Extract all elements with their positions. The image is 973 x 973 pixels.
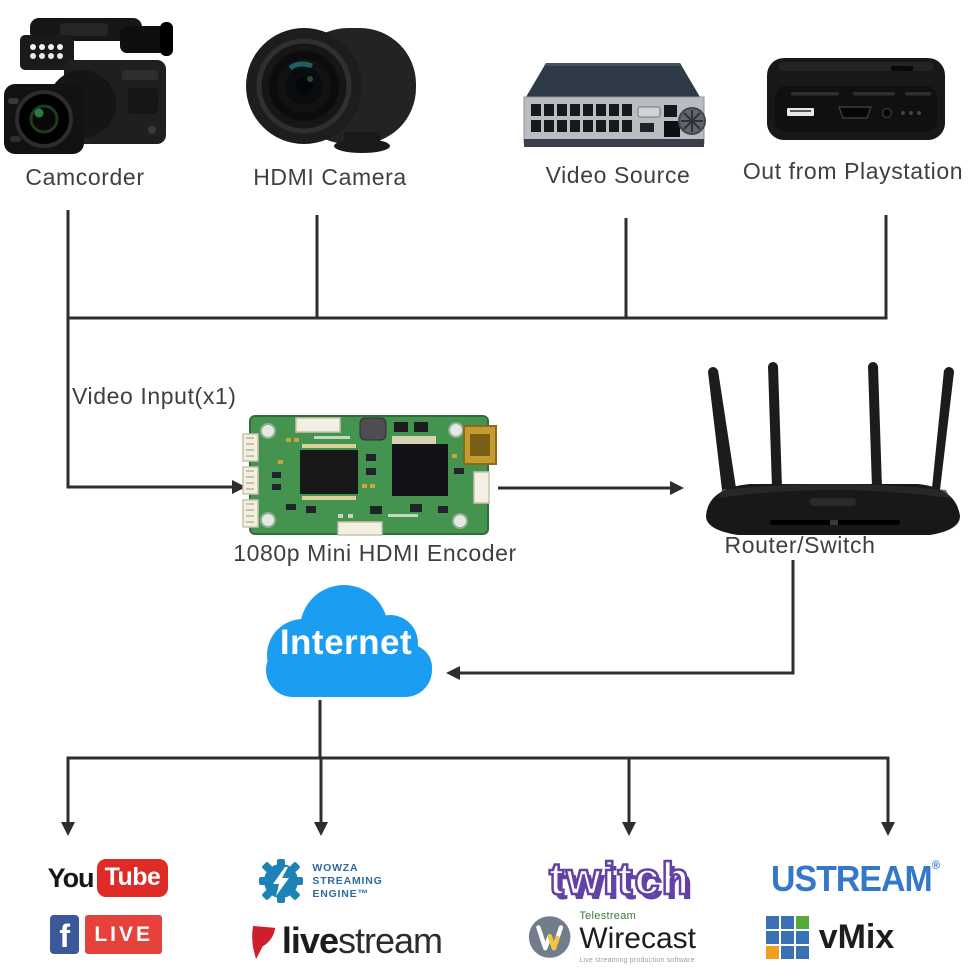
youtube-tube-badge: Tube — [96, 859, 169, 897]
internet-cloud: Internet — [248, 583, 444, 705]
video-source-image — [518, 57, 710, 153]
livestream-live-text: live — [281, 920, 339, 961]
video-source-label: Video Source — [545, 162, 691, 188]
vmix-grid-icon — [765, 915, 809, 959]
arrowhead-internet — [446, 666, 460, 680]
youtube-logo: You Tube — [48, 854, 169, 902]
connector-bus-to-encoder — [66, 318, 236, 489]
wowza-logo: WOWZA STREAMING ENGINE™ — [258, 852, 383, 910]
hdmi-camera-image — [240, 22, 420, 154]
wirecast-icon — [528, 916, 571, 958]
wowza-line1: WOWZA — [312, 861, 359, 874]
ustream-text: USTREAM® — [771, 858, 940, 899]
wirecast-brand-text: Telestream — [579, 909, 637, 922]
twitch-logo: twitch — [540, 846, 700, 912]
arrowhead-ustream — [881, 822, 895, 836]
wirecast-logo: Telestream Wirecast Live streaming produ… — [528, 906, 696, 968]
vmix-text: vMix — [818, 917, 895, 956]
hdmi-camera-label: HDMI Camera — [253, 164, 407, 190]
wirecast-name-text: Wirecast — [579, 921, 696, 955]
arrowhead-encoder — [232, 480, 246, 494]
wirecast-tagline-text: Live streaming production software — [579, 956, 695, 964]
facebook-live-badge: LIVE — [85, 914, 162, 954]
wowza-line3: ENGINE™ — [312, 887, 369, 900]
playstation-image — [763, 52, 949, 144]
camcorder-image — [2, 8, 174, 156]
livestream-swoosh-icon — [252, 925, 276, 960]
router-label: Router/Switch — [724, 532, 876, 558]
ustream-registered-mark: ® — [931, 858, 940, 872]
encoder-label: 1080p Mini HDMI Encoder — [233, 540, 517, 566]
livestream-stream-text: stream — [337, 920, 443, 961]
arrowhead-router — [670, 481, 684, 495]
facebook-live-logo: f LIVE — [50, 910, 162, 958]
wowza-gear-icon — [259, 859, 304, 903]
router-image — [692, 358, 973, 540]
camcorder-label: Camcorder — [25, 164, 145, 190]
youtube-you-text: You — [47, 862, 95, 893]
encoder-image — [242, 410, 498, 542]
facebook-icon: f — [50, 914, 80, 954]
twitch-text: twitch — [548, 852, 691, 906]
connector-router-to-internet — [458, 560, 795, 675]
arrowhead-wowza — [314, 822, 328, 836]
ustream-logo: USTREAM® — [758, 854, 963, 904]
arrowhead-youtube — [61, 822, 75, 836]
wowza-line2: STREAMING — [312, 874, 383, 887]
arrowhead-twitch — [622, 822, 636, 836]
playstation-label: Out from Playstation — [742, 158, 964, 184]
vmix-logo: vMix — [760, 908, 900, 966]
internet-label: Internet — [279, 623, 413, 662]
video-input-label: Video Input(x1) — [72, 383, 237, 409]
